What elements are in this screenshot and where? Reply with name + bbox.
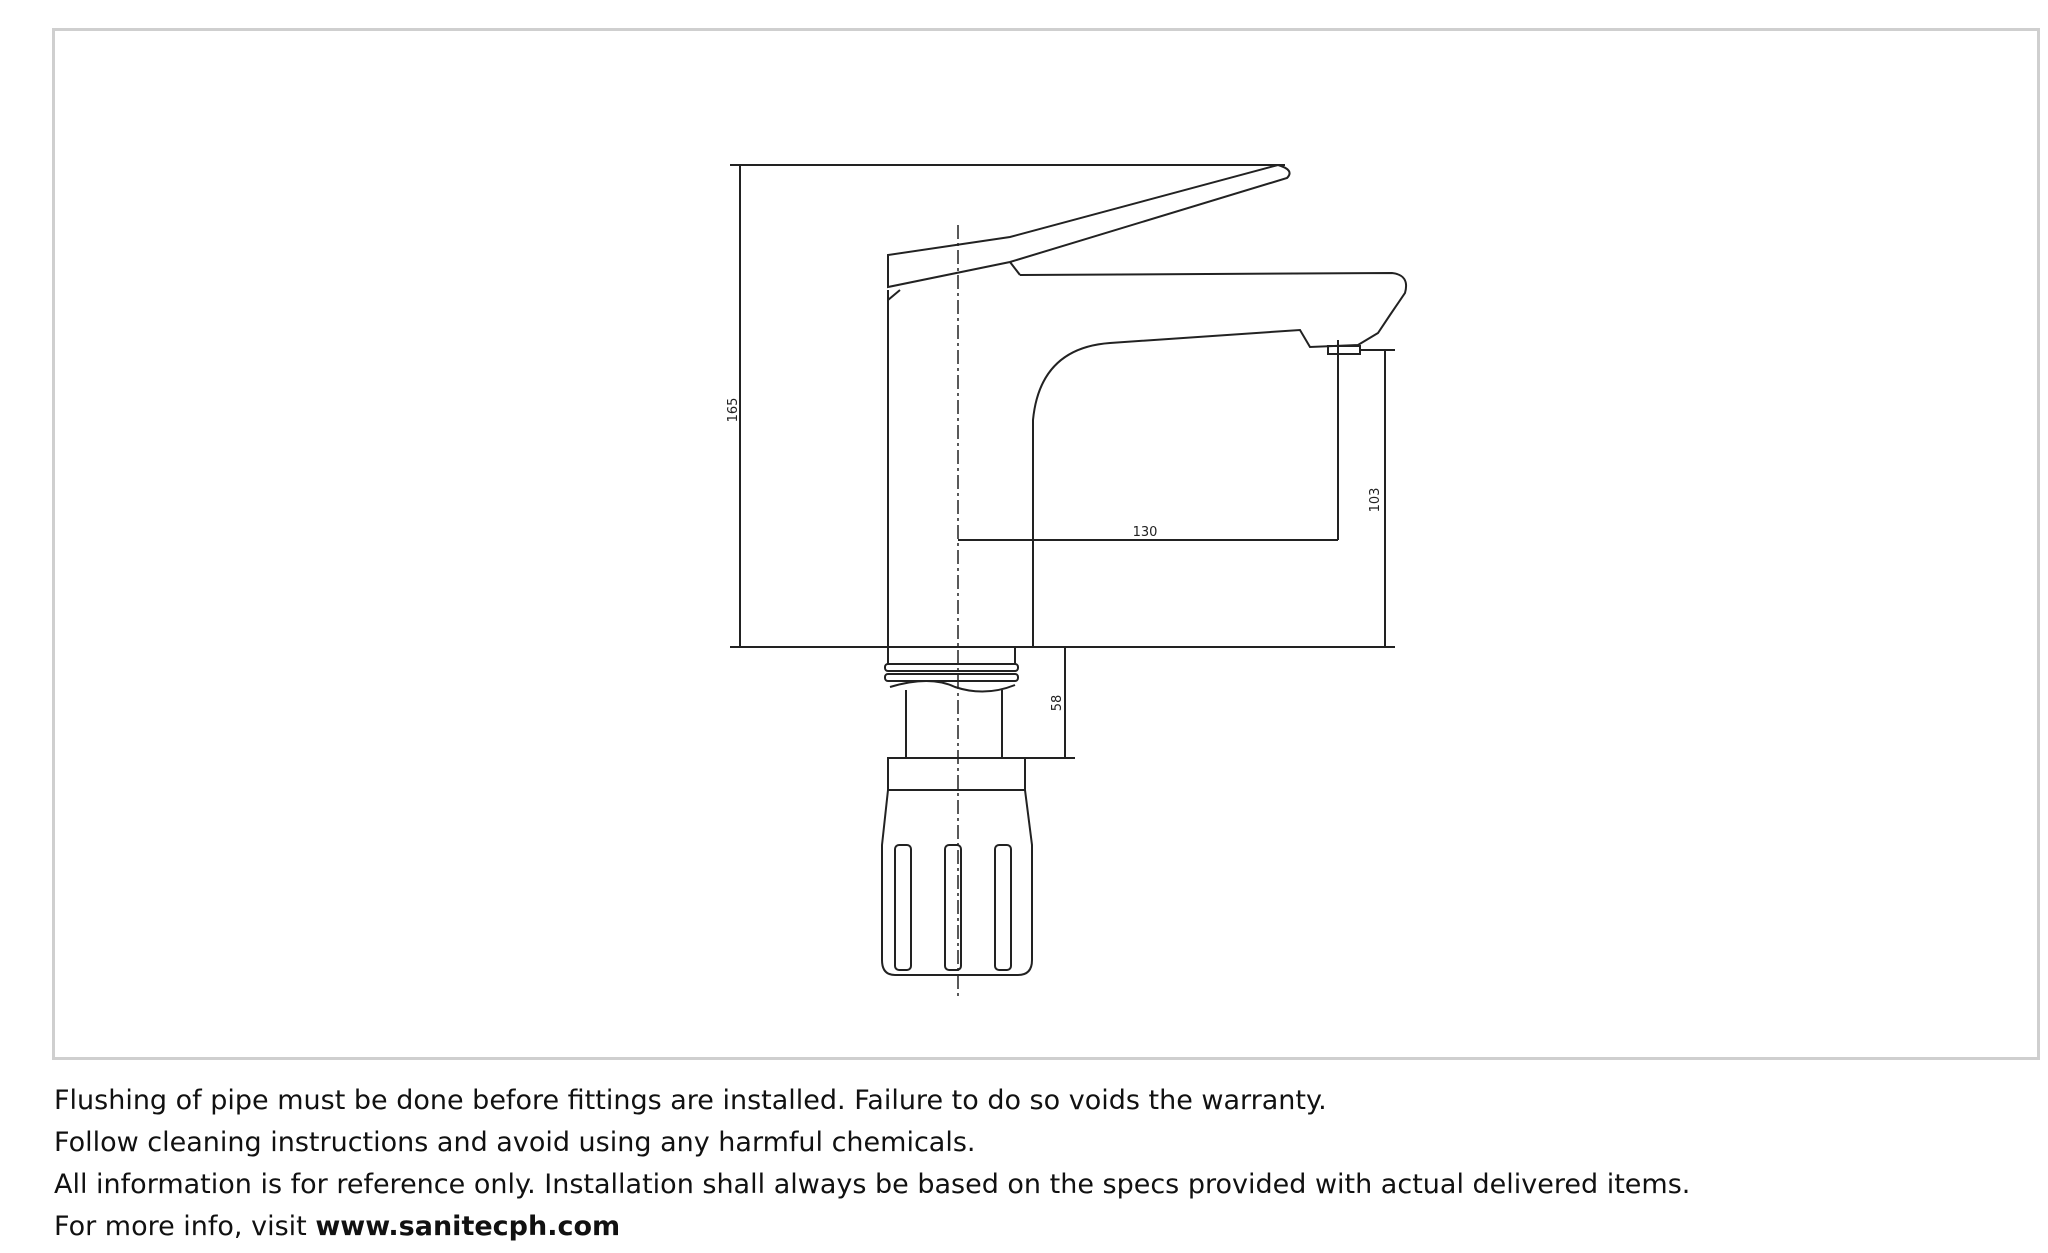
dim-total-height: 165 (726, 398, 741, 423)
washer-2 (884, 673, 1019, 682)
more-info-label: For more info, visit (54, 1211, 316, 1242)
nut-rib-3 (994, 844, 1012, 971)
body-collar (887, 289, 901, 301)
drawing-frame (52, 28, 2040, 1060)
aerator (1327, 345, 1361, 355)
dim-spout-height: 103 (1368, 488, 1383, 513)
installation-notes: Flushing of pipe must be done before fit… (54, 1080, 2034, 1248)
dim-shank-length: 58 (1050, 695, 1065, 712)
note-cleaning: Follow cleaning instructions and avoid u… (54, 1127, 976, 1158)
lever-joint (1009, 261, 1021, 276)
spout-outline (1019, 271, 1408, 647)
washer-wave (889, 680, 1016, 693)
note-reference: All information is for reference only. I… (54, 1169, 1691, 1200)
note-flushing: Flushing of pipe must be done before fit… (54, 1085, 1327, 1116)
note-more-info: For more info, visit www.sanitecph.com (54, 1206, 2034, 1248)
nut-rib-1 (894, 844, 912, 971)
lever-handle (887, 163, 1291, 289)
website-link[interactable]: www.sanitecph.com (315, 1211, 621, 1242)
nut-rib-2 (944, 844, 962, 971)
connector-nut (881, 757, 1033, 976)
dim-spout-reach: 130 (1133, 525, 1158, 540)
shank-top (887, 646, 1016, 665)
washer-1 (884, 663, 1019, 672)
